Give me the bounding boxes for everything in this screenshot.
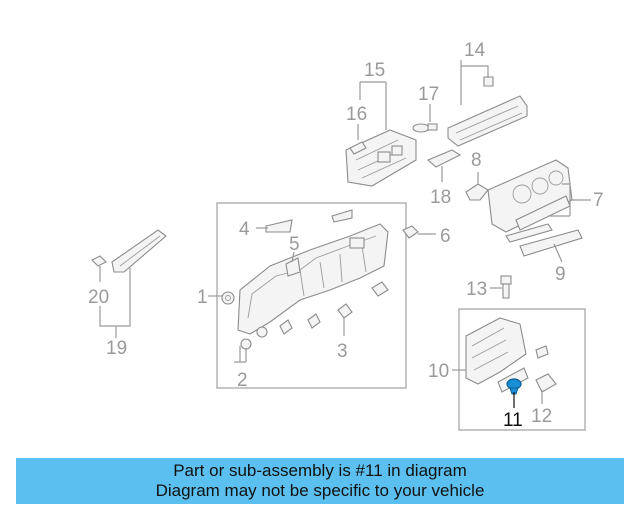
callout-7: 7 bbox=[593, 190, 604, 211]
callout-11: 11 bbox=[503, 410, 523, 431]
part-4-clip-b bbox=[331, 209, 353, 223]
callout-3: 3 bbox=[337, 341, 348, 362]
callout-13: 13 bbox=[466, 279, 487, 300]
callout-18: 18 bbox=[430, 187, 451, 208]
callout-labels: 1 2 3 4 5 6 7 8 9 10 11 12 13 14 15 16 1… bbox=[88, 40, 604, 431]
callout-8: 8 bbox=[471, 150, 482, 171]
parts-diagram: 1 2 3 4 5 6 7 8 9 10 11 12 13 14 15 16 1… bbox=[88, 40, 604, 431]
leader-lines bbox=[99, 60, 591, 408]
part-3-clips bbox=[279, 281, 389, 335]
part-17-bolt bbox=[412, 123, 438, 133]
part-14-glove-compartment bbox=[447, 76, 528, 147]
part-15-bracket bbox=[345, 129, 417, 187]
part-13-bolt bbox=[500, 275, 512, 299]
callout-9: 9 bbox=[555, 264, 566, 285]
part-instrument-panel-lower bbox=[237, 223, 389, 335]
part-7-center-bezel bbox=[487, 159, 573, 233]
part-18-plate bbox=[426, 149, 462, 168]
part-1-fastener bbox=[221, 291, 235, 305]
part-20-bracket bbox=[91, 255, 107, 267]
callout-10: 10 bbox=[428, 361, 449, 382]
callout-20: 20 bbox=[88, 287, 109, 308]
banner-line-disclaimer: Diagram may not be specific to your vehi… bbox=[155, 481, 485, 500]
callout-16: 16 bbox=[346, 104, 367, 125]
part-5-clip bbox=[285, 257, 301, 277]
callout-5: 5 bbox=[289, 234, 300, 255]
part-19-support bbox=[111, 229, 167, 273]
callout-12: 12 bbox=[531, 406, 552, 427]
banner-line-part: Part or sub-assembly is #11 in diagram bbox=[173, 461, 467, 480]
part-8-bracket bbox=[465, 183, 489, 201]
info-banner: Part or sub-assembly is #11 in diagram D… bbox=[16, 458, 624, 504]
part-10-glove-box bbox=[465, 317, 549, 393]
callout-2: 2 bbox=[237, 370, 248, 391]
callout-1: 1 bbox=[197, 287, 208, 308]
part-6-screw bbox=[402, 225, 419, 239]
part-4-clip bbox=[265, 219, 293, 233]
callout-15: 15 bbox=[364, 60, 385, 81]
part-9-trim-strip bbox=[519, 229, 583, 257]
part-11-highlighted bbox=[506, 378, 522, 395]
part-12-bumper bbox=[535, 373, 557, 393]
part-9-trim-strip-lower bbox=[505, 223, 553, 243]
callout-4: 4 bbox=[239, 219, 250, 240]
callout-6: 6 bbox=[440, 226, 451, 247]
callout-14: 14 bbox=[464, 40, 486, 61]
callout-17: 17 bbox=[418, 84, 439, 105]
part-16-clip bbox=[349, 141, 367, 155]
part-2-fasteners bbox=[240, 326, 268, 350]
callout-19: 19 bbox=[106, 338, 127, 359]
